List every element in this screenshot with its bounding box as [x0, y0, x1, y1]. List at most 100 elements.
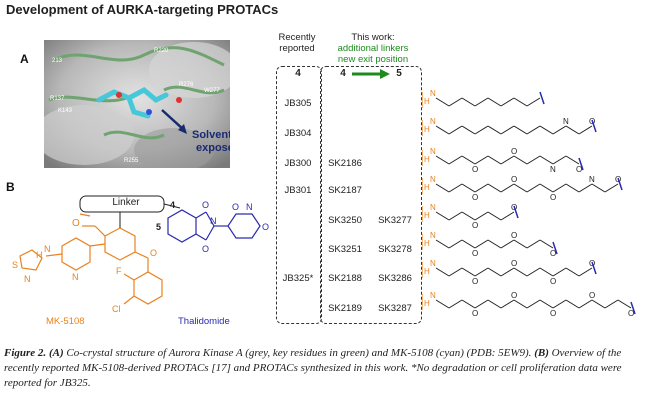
linker-atom: O [628, 309, 634, 318]
bond [487, 183, 502, 193]
bond [526, 155, 541, 165]
bond [435, 299, 450, 309]
table-cell-c1: JB300 [284, 158, 312, 169]
bond [474, 211, 489, 221]
thalidomide-label: Thalidomide [178, 316, 230, 327]
bond [461, 211, 476, 221]
bond [539, 183, 554, 193]
crystal-structure-image: 213 R137 R220 W277 R276 R255 K143 Solven… [44, 40, 230, 168]
bond [487, 211, 502, 221]
bond [604, 299, 619, 309]
bond [539, 155, 554, 165]
caption-b-label: (B) [534, 347, 549, 359]
bond [461, 267, 476, 277]
linker-atom: O [472, 193, 478, 202]
bond [513, 125, 528, 135]
bond [526, 299, 541, 309]
panel-b-label: B [6, 180, 15, 194]
bond [578, 267, 593, 277]
linker-n: N [430, 291, 436, 300]
atom-n-3: N [72, 272, 79, 282]
bond [435, 239, 450, 249]
wavy-bond-end [591, 261, 597, 275]
table-cell-c3: SK3278 [378, 244, 412, 255]
bond [552, 183, 567, 193]
table-cell-c2: SK2188 [328, 273, 362, 284]
linker-atom: O [472, 249, 478, 258]
bond [526, 125, 541, 135]
linker-n: N [430, 203, 436, 212]
bond [461, 155, 476, 165]
linker-nh: H [424, 125, 430, 134]
linker-n: N [430, 147, 436, 156]
bond [435, 267, 450, 277]
bond [487, 125, 502, 135]
residue-label: R137 [50, 96, 65, 102]
linker-nh: H [424, 299, 430, 308]
col-this-work-header: This work: [351, 32, 395, 43]
bond [461, 183, 476, 193]
bond [474, 125, 489, 135]
linker-atom: O [511, 291, 517, 300]
atom-o-thal-4: O [262, 222, 269, 232]
linker-atom: O [550, 249, 556, 258]
bond [539, 125, 554, 135]
bond [435, 155, 450, 165]
bond [552, 155, 567, 165]
bond [578, 183, 593, 193]
linker-atom: O [472, 309, 478, 318]
bond [500, 211, 515, 221]
figure-caption: Figure 2. (A) Co-crystal structure of Au… [4, 346, 644, 391]
bond [500, 267, 515, 277]
linker-atom: O [511, 147, 517, 156]
bond [552, 299, 567, 309]
atom-o: O [72, 218, 80, 229]
bond [461, 125, 476, 135]
bond [526, 267, 541, 277]
table-cell-c2: SK2186 [328, 158, 362, 169]
table-cell-c1: JB304 [284, 128, 312, 139]
bond [578, 299, 593, 309]
residue-label: K143 [58, 108, 73, 114]
bond [435, 125, 450, 135]
bond [500, 125, 515, 135]
bond [448, 125, 463, 135]
atom-n-1: N [44, 244, 51, 254]
wavy-bond-end [578, 157, 584, 171]
bond [487, 299, 502, 309]
table-cell-c1: JB305 [284, 98, 312, 109]
atom-o-thal-3: O [232, 202, 239, 212]
bond [539, 267, 554, 277]
linker-nh: H [424, 97, 430, 106]
bond [565, 155, 580, 165]
linker-atom: N [563, 117, 569, 126]
solvent-exposed-label-1: Solvent- [192, 129, 230, 141]
linker-nh: H [424, 211, 430, 220]
bond [604, 183, 619, 193]
linker-atom: O [511, 259, 517, 268]
bond [448, 239, 463, 249]
mk5108-label: MK-5108 [46, 316, 85, 327]
atom-nh-1: H [36, 250, 43, 260]
panel-a-label: A [20, 52, 29, 66]
bond [448, 267, 463, 277]
bond [500, 155, 515, 165]
linker-nh: H [424, 183, 430, 192]
bond [591, 299, 606, 309]
bond [591, 183, 606, 193]
table-cell-c1: JB301 [284, 185, 312, 196]
bond [474, 155, 489, 165]
bond [474, 183, 489, 193]
col-this-work-sub2: new exit position [337, 54, 409, 65]
table-cell-c1: JB325* [282, 273, 314, 284]
atom-f: F [116, 266, 122, 276]
bond [565, 183, 580, 193]
residue-label: W277 [204, 88, 220, 94]
linker-atom: O [511, 175, 517, 184]
linker-n: N [430, 231, 436, 240]
bond [487, 155, 502, 165]
linker-nh: H [424, 155, 430, 164]
linker-atom: O [472, 277, 478, 286]
bond [513, 239, 528, 249]
linker-atom: O [472, 165, 478, 174]
